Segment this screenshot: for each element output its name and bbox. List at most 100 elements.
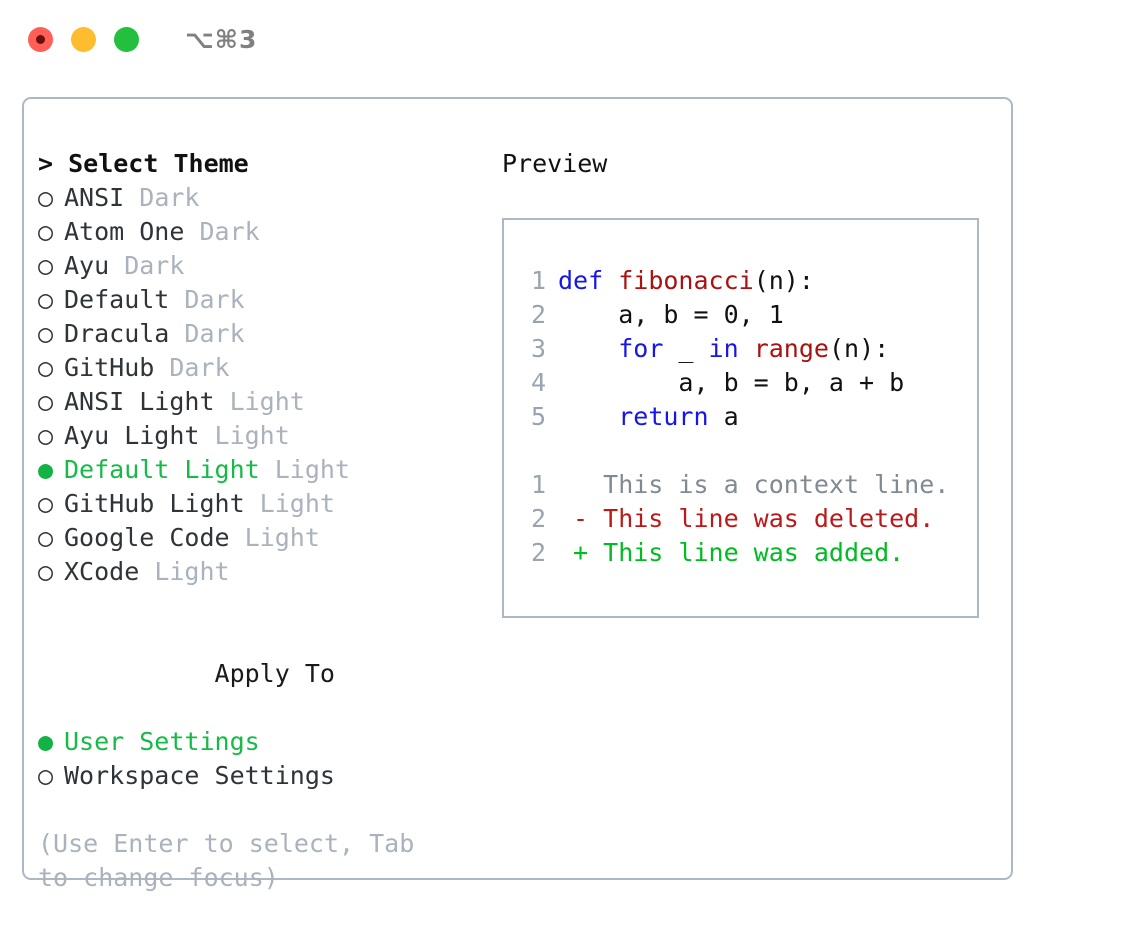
apply-to-label: User Settings — [64, 727, 260, 756]
diff-text: This is a context line. — [558, 470, 950, 499]
title-bar: ⌥⌘3 — [0, 0, 1140, 78]
code-token: (n): — [828, 334, 890, 363]
theme-name: Default — [64, 285, 170, 314]
maximize-button-icon[interactable] — [114, 26, 139, 52]
radio-unselected-icon: ○ — [38, 183, 54, 212]
theme-name: Atom One — [64, 217, 185, 246]
code-token: a, b = b, a + b — [558, 368, 905, 397]
code-token: for — [618, 334, 664, 363]
theme-name: Google Code — [64, 523, 230, 552]
preview-header: Preview — [502, 149, 608, 178]
theme-name: Ayu — [64, 251, 110, 280]
keyboard-hint-text: (Use Enter to select, Tab to change focu… — [38, 829, 415, 892]
minimize-button-icon[interactable] — [71, 26, 96, 52]
theme-category-tag: Dark — [109, 251, 185, 280]
diff-line-ctx: 1 This is a context line. — [520, 468, 977, 502]
radio-unselected-icon: ○ — [38, 285, 54, 314]
radio-selected-icon: ● — [38, 455, 54, 484]
line-number: 5 — [530, 402, 546, 431]
theme-name: Dracula — [64, 319, 170, 348]
apply-to-label: Workspace Settings — [64, 761, 335, 790]
diff-text: + This line was added. — [558, 538, 905, 567]
line-number: 1 — [530, 266, 546, 295]
theme-category-tag: Light — [139, 557, 230, 586]
theme-option-ayu-light[interactable]: ○Ayu Light Light — [38, 419, 498, 453]
code-token: a — [708, 402, 739, 431]
radio-unselected-icon: ○ — [38, 761, 54, 790]
radio-unselected-icon: ○ — [38, 523, 54, 552]
theme-option-google-code[interactable]: ○ Google Code Light — [38, 521, 498, 555]
apply-to-option-workspace-settings[interactable]: ○ Workspace Settings — [38, 759, 498, 793]
line-number: 2 — [530, 504, 546, 533]
radio-unselected-icon: ○ — [38, 387, 54, 416]
select-theme-header: > Select Theme — [38, 149, 249, 178]
theme-category-tag: Light — [214, 387, 305, 416]
radio-unselected-icon: ○ — [38, 353, 54, 382]
theme-category-tag: Dark — [154, 353, 230, 382]
theme-category-tag: Dark — [169, 285, 245, 314]
apply-to-list[interactable]: ●User Settings○ Workspace Settings — [38, 725, 498, 793]
theme-category-tag: Dark — [169, 319, 245, 348]
theme-option-xcode[interactable]: ○XCode Light — [38, 555, 498, 589]
code-token: range — [753, 334, 829, 363]
theme-name: GitHub Light — [64, 489, 245, 518]
list-spacer — [38, 589, 498, 623]
theme-name: Ayu Light — [64, 421, 200, 450]
theme-category-tag: Light — [259, 455, 350, 484]
theme-category-tag: Dark — [124, 183, 200, 212]
apply-to-header: Apply To — [214, 659, 335, 688]
code-token: return — [618, 402, 709, 431]
theme-option-default-light[interactable]: ● Default Light Light — [38, 453, 498, 487]
theme-name: GitHub — [64, 353, 155, 382]
code-token: fibonacci — [618, 266, 754, 295]
code-token: _ — [663, 334, 709, 363]
theme-name: Default Light — [64, 455, 260, 484]
hint-spacer — [38, 793, 498, 827]
theme-option-github-light[interactable]: ○ GitHub Light Light — [38, 487, 498, 521]
code-token — [558, 402, 618, 431]
code-token: a, b = 0, 1 — [558, 300, 784, 329]
theme-option-atom-one[interactable]: ○ Atom One Dark — [38, 215, 498, 249]
radio-unselected-icon: ○ — [38, 489, 54, 518]
code-line: 3 for _ in range(n): — [520, 332, 977, 366]
diff-sample: 1 This is a context line.2 - This line w… — [520, 468, 977, 570]
close-button-icon[interactable] — [28, 26, 53, 52]
apply-to-option-user-settings[interactable]: ●User Settings — [38, 725, 498, 759]
theme-name: ANSI Light — [64, 387, 215, 416]
line-number: 3 — [530, 334, 546, 363]
theme-option-ansi[interactable]: ○ ANSI Dark — [38, 181, 498, 215]
diff-line-del: 2 - This line was deleted. — [520, 502, 977, 536]
theme-list[interactable]: ○ ANSI Dark ○ Atom One Dark ○ Ayu Dark ○ Defaul… — [38, 181, 498, 589]
theme-category-tag: Dark — [184, 217, 260, 246]
theme-option-ansi-light[interactable]: ○ ANSI Light Light — [38, 385, 498, 419]
theme-category-tag: Light — [244, 489, 335, 518]
code-line: 2 a, b = 0, 1 — [520, 298, 977, 332]
line-number: 4 — [530, 368, 546, 397]
code-line: 4 a, b = b, a + b — [520, 366, 977, 400]
code-token: def — [558, 266, 604, 295]
code-line: 5 return a — [520, 400, 977, 434]
theme-option-github[interactable]: ○ GitHub Dark — [38, 351, 498, 385]
window-controls — [28, 26, 139, 52]
theme-name: ANSI — [64, 183, 125, 212]
theme-picker-panel: > Select Theme ○ANSI Dark○Atom One Dark○… — [22, 97, 1013, 892]
radio-unselected-icon: ○ — [38, 421, 54, 450]
diff-line-add: 2 + This line was added. — [520, 536, 977, 570]
line-number: 2 — [530, 538, 546, 567]
theme-option-ayu[interactable]: ○ Ayu Dark — [38, 249, 498, 283]
line-number: 1 — [530, 470, 546, 499]
theme-list-column: > Select Theme ○ANSI Dark○Atom One Dark○… — [38, 147, 498, 895]
code-diff-separator — [520, 434, 977, 468]
theme-option-default[interactable]: ○ Default Dark — [38, 283, 498, 317]
radio-unselected-icon: ○ — [38, 251, 54, 280]
radio-unselected-icon: ○ — [38, 557, 54, 586]
theme-category-tag: Light — [229, 523, 320, 552]
radio-unselected-icon: ○ — [38, 217, 54, 246]
code-token — [739, 334, 754, 363]
radio-unselected-icon: ○ — [38, 319, 54, 348]
theme-option-dracula[interactable]: ○ Dracula Dark — [38, 317, 498, 351]
